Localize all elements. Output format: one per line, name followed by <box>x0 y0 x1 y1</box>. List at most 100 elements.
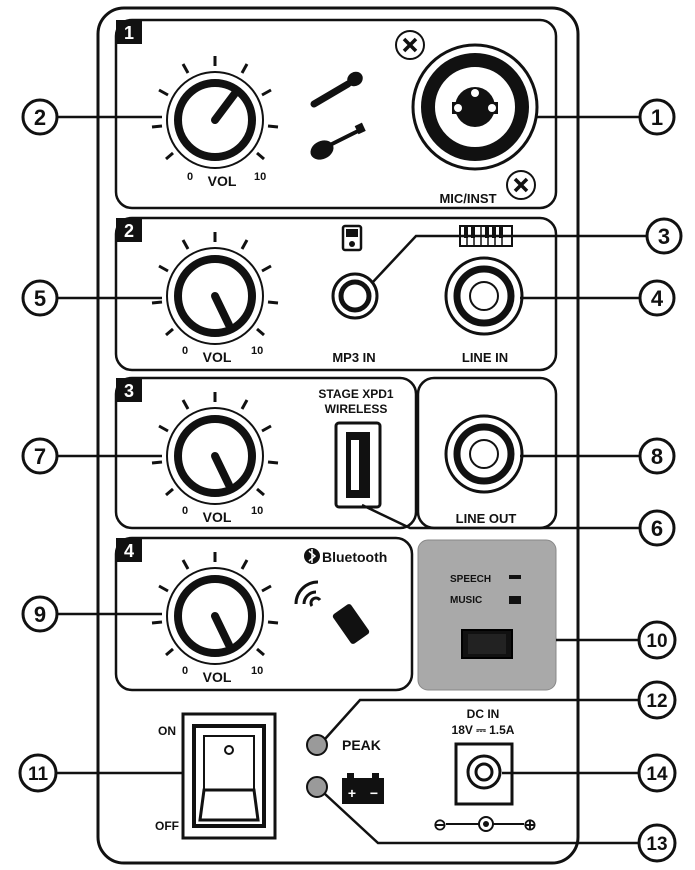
microphone-icon <box>310 71 363 108</box>
peak-led <box>306 734 328 756</box>
knob-4-min-label: 0 <box>182 665 188 677</box>
channel-3-section <box>114 376 418 530</box>
music-label: MUSIC <box>450 595 482 606</box>
callout-12: 12 <box>637 680 677 720</box>
svg-text:3: 3 <box>658 224 670 249</box>
dc-rating-label: 18V ⎓ 1.5A <box>452 723 515 737</box>
knob-2-vol-label: VOL <box>203 349 232 365</box>
callout-4: 4 <box>638 279 676 317</box>
svg-text:5: 5 <box>34 286 46 311</box>
knob-1-max-label: 10 <box>254 171 266 183</box>
mic-inst-label: MIC/INST <box>439 191 496 206</box>
channel-3-number: 3 <box>124 381 134 401</box>
callout-8: 8 <box>638 437 676 475</box>
dc-in-label: DC IN <box>467 707 500 721</box>
line-in-jack[interactable] <box>444 256 524 336</box>
line-out-label: LINE OUT <box>456 511 517 526</box>
knob-2-max-label: 10 <box>251 345 263 357</box>
line-out-jack[interactable] <box>444 414 524 494</box>
svg-text:10: 10 <box>646 631 667 652</box>
mp3-in-label: MP3 IN <box>332 350 375 365</box>
knob-4-vol-label: VOL <box>203 669 232 685</box>
channel-4-badge <box>116 538 142 562</box>
knob-1-ring <box>166 71 264 169</box>
svg-text:9: 9 <box>34 602 46 627</box>
knob-1-vol-label: VOL <box>208 173 237 189</box>
callout-13: 13 <box>637 823 677 863</box>
channel-4-number: 4 <box>124 541 134 561</box>
channel-2-badge <box>116 218 142 242</box>
svg-text:7: 7 <box>34 444 46 469</box>
channel-1-badge <box>116 20 142 44</box>
svg-text:1: 1 <box>651 105 663 130</box>
channel-1-number: 1 <box>124 23 134 43</box>
speech-label: SPEECH <box>450 574 491 585</box>
speech-mode-icon <box>509 575 521 579</box>
line-in-label: LINE IN <box>462 350 508 365</box>
smartphone-icon <box>332 604 370 644</box>
speech-music-switch[interactable] <box>461 629 513 659</box>
knob-1-min-label: 0 <box>187 171 193 183</box>
svg-text:13: 13 <box>646 834 667 855</box>
usb-wireless-port[interactable] <box>334 421 382 509</box>
channel-2-section <box>114 216 558 372</box>
knob-3-vol-label: VOL <box>203 509 232 525</box>
mp3-in-jack[interactable] <box>331 272 379 320</box>
channel-2-volume-knob[interactable] <box>151 232 279 345</box>
channel-2-number: 2 <box>124 221 134 241</box>
svg-text:2: 2 <box>34 105 46 130</box>
svg-text:4: 4 <box>651 286 664 311</box>
power-switch[interactable] <box>181 712 277 840</box>
knob-2-min-label: 0 <box>182 345 188 357</box>
battery-icon <box>342 773 384 804</box>
channel-3-volume-knob[interactable] <box>151 392 279 505</box>
stage-xpd1-label: STAGE XPD1 <box>318 387 393 401</box>
callout-7: 7 <box>21 437 59 475</box>
callout-11: 11 <box>18 753 58 793</box>
channel-4-volume-knob[interactable] <box>151 552 279 665</box>
channel-1-volume-knob[interactable] <box>151 56 279 169</box>
callout-9: 9 <box>21 595 59 633</box>
svg-text:8: 8 <box>651 444 663 469</box>
speech-music-panel <box>417 539 557 691</box>
battery-plus-label: + <box>348 785 356 801</box>
callout-14: 14 <box>637 753 677 793</box>
screw-bottom-icon <box>506 170 536 200</box>
polarity-positive-label: ⊕ <box>523 817 536 834</box>
channel-1-section <box>114 18 558 210</box>
panel-outline <box>96 6 580 865</box>
battery-led <box>306 776 328 798</box>
on-label: ON <box>158 724 176 738</box>
svg-text:14: 14 <box>646 764 668 785</box>
knob-1-ticks <box>151 56 279 161</box>
svg-text:11: 11 <box>28 764 49 785</box>
guitar-icon <box>310 122 366 160</box>
channel-3-badge <box>116 378 142 402</box>
callout-6: 6 <box>638 509 676 547</box>
music-mode-icon <box>509 596 521 604</box>
callout-1: 1 <box>638 98 676 136</box>
battery-minus-label: − <box>370 785 378 801</box>
polarity-diagram <box>446 816 524 832</box>
mic-inst-combo-jack[interactable] <box>411 43 539 171</box>
screw-top-icon <box>395 30 425 60</box>
polarity-negative-label: ⊖ <box>433 817 446 834</box>
callout-leaders <box>56 115 648 845</box>
knob-3-max-label: 10 <box>251 505 263 517</box>
svg-text:12: 12 <box>646 691 667 712</box>
off-label: OFF <box>155 819 179 833</box>
knob-4-max-label: 10 <box>251 665 263 677</box>
knob-1-pointer <box>211 88 240 124</box>
ipod-icon <box>341 224 363 252</box>
wireless-signal-icon <box>294 580 322 607</box>
wireless-label: WIRELESS <box>325 402 388 416</box>
bluetooth-icon <box>304 548 320 564</box>
callout-5: 5 <box>21 279 59 317</box>
callout-10: 10 <box>637 620 677 660</box>
callout-3: 3 <box>645 217 683 255</box>
bluetooth-label: Bluetooth <box>322 549 387 565</box>
callout-2: 2 <box>21 98 59 136</box>
peak-label: PEAK <box>342 737 381 753</box>
knob-3-min-label: 0 <box>182 505 188 517</box>
